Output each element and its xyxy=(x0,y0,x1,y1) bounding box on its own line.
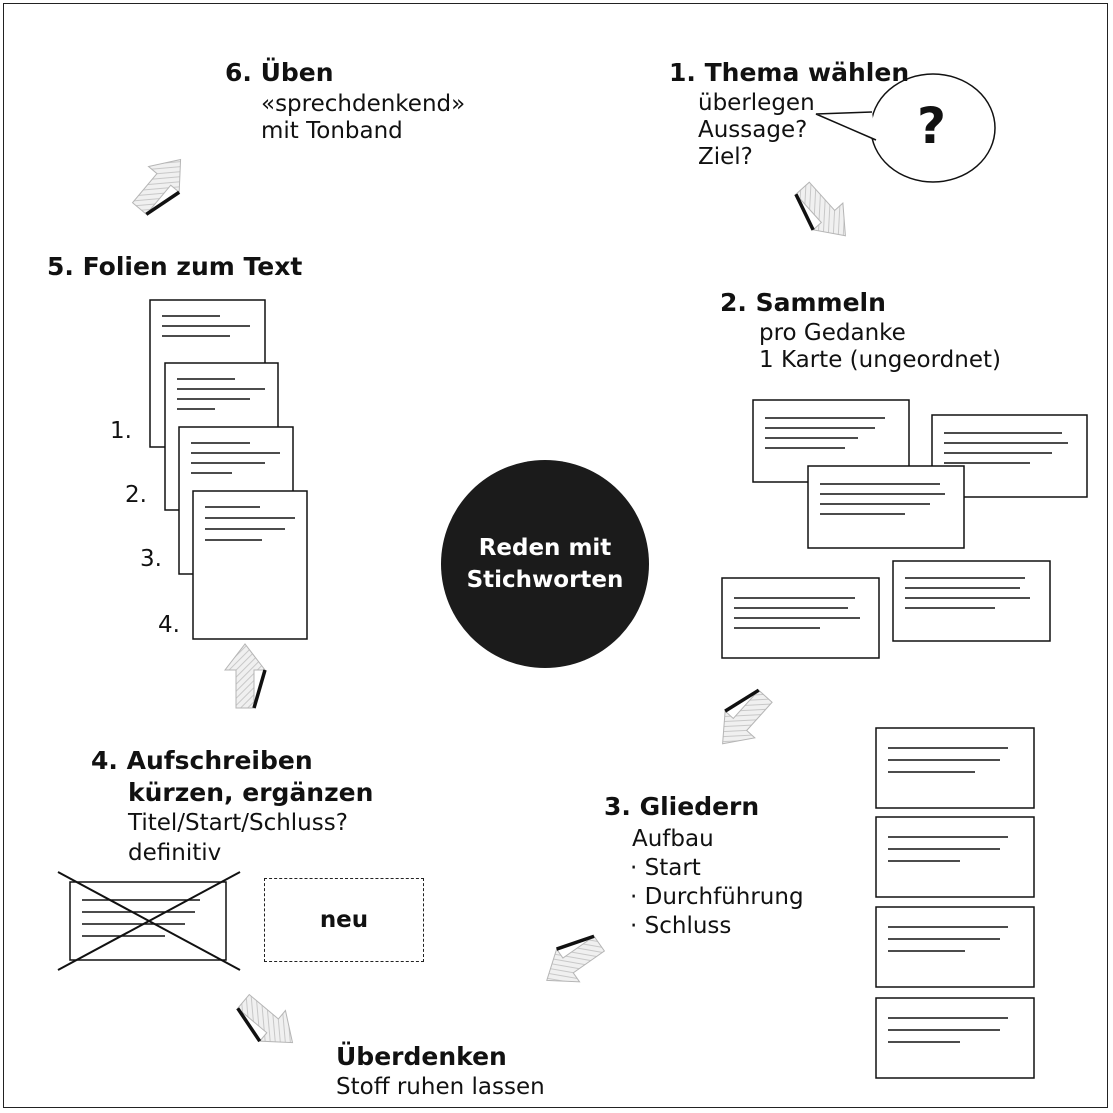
slide-number-2: 2. xyxy=(125,482,147,508)
question-mark-icon: ? xyxy=(917,97,947,155)
reflect-line: Stoff ruhen lassen xyxy=(336,1074,545,1100)
step2-line-1: pro Gedanke xyxy=(759,320,906,346)
step1-line-3: Ziel? xyxy=(698,144,753,170)
arrow-step1-to-step2 xyxy=(785,173,863,251)
step1-title: 1. Thema wählen xyxy=(669,58,910,87)
step6-line-2: mit Tonband xyxy=(261,118,403,144)
diagram-frame xyxy=(3,3,1108,1108)
reflect-title: Überdenken xyxy=(336,1042,507,1071)
step1-line-2: Aussage? xyxy=(698,117,808,143)
step1-line-1: überlegen xyxy=(698,90,815,116)
step3-line-3: · Durchführung xyxy=(630,884,804,910)
new-card-label: neu xyxy=(319,907,369,933)
slide-number-4: 4. xyxy=(158,612,180,638)
crossed-out-card xyxy=(57,871,241,971)
center-topic-line2: Stichworten xyxy=(466,567,624,593)
step4-line-2: definitiv xyxy=(128,840,222,866)
speech-bubble xyxy=(815,73,996,183)
arrow-step3-to-reflect xyxy=(533,925,613,999)
arrow-step4-to-step5 xyxy=(223,642,267,710)
step4-line-1: Titel/Start/Schluss? xyxy=(128,810,348,836)
step3-title: 3. Gliedern xyxy=(604,792,760,821)
new-card-box: neu xyxy=(264,878,424,962)
scattered-cards xyxy=(721,399,1088,659)
arrow-step2-to-step3 xyxy=(705,681,783,759)
step3-line-2: · Start xyxy=(630,855,701,881)
step3-line-4: · Schluss xyxy=(630,913,732,939)
arrow-step5-to-step6 xyxy=(122,144,198,224)
step4-title-line1: 4. Aufschreiben xyxy=(91,746,313,775)
slide-number-1: 1. xyxy=(110,418,132,444)
step2-title: 2. Sammeln xyxy=(720,288,886,317)
center-topic-line1: Reden mit xyxy=(478,535,612,561)
step2-line-2: 1 Karte (ungeordnet) xyxy=(759,347,1001,373)
step6-line-1: «sprechdenkend» xyxy=(261,91,466,117)
step5-title: 5. Folien zum Text xyxy=(47,252,303,281)
slide-number-3: 3. xyxy=(140,546,162,572)
step6-title: 6. Üben xyxy=(225,58,334,87)
ordered-cards xyxy=(875,727,1035,1079)
step4-title-line2: kürzen, ergänzen xyxy=(128,778,374,807)
arrow-reflect-to-step4 xyxy=(228,984,308,1060)
step3-line-1: Aufbau xyxy=(632,826,714,852)
slide-stack xyxy=(149,299,308,640)
center-topic-circle: Reden mit Stichworten xyxy=(441,460,649,668)
